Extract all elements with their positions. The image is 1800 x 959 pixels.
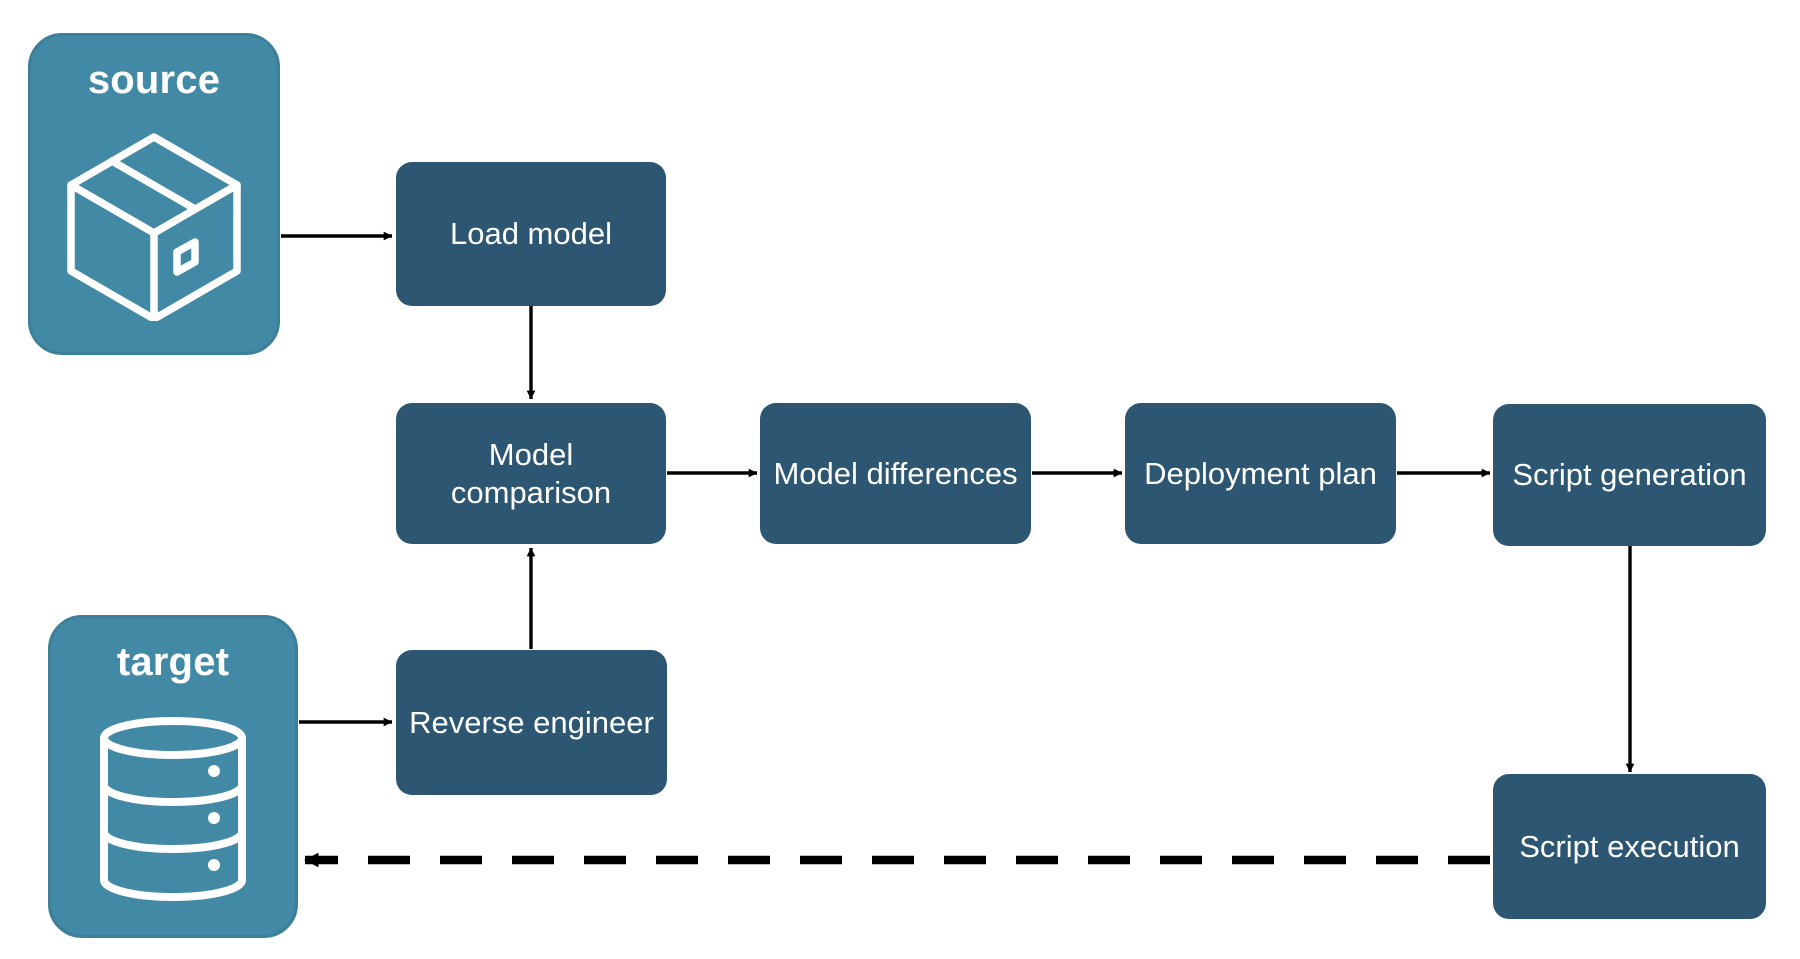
endpoint-source-label: source xyxy=(87,58,221,102)
database-cylinder-icon xyxy=(51,682,295,935)
endpoint-target-label: target xyxy=(116,640,230,684)
endpoint-source[interactable]: source xyxy=(28,33,280,355)
endpoint-target[interactable]: target xyxy=(48,615,298,938)
process-load-model[interactable]: Load model xyxy=(396,162,666,306)
process-script-generation[interactable]: Script generation xyxy=(1493,404,1766,546)
package-box-icon xyxy=(31,100,277,352)
process-model-comparison[interactable]: Model comparison xyxy=(396,403,666,544)
process-script-execution[interactable]: Script execution xyxy=(1493,774,1766,919)
process-reverse-engineer[interactable]: Reverse engineer xyxy=(396,650,667,795)
process-model-differences[interactable]: Model differences xyxy=(760,403,1031,544)
process-deployment-plan[interactable]: Deployment plan xyxy=(1125,403,1396,544)
